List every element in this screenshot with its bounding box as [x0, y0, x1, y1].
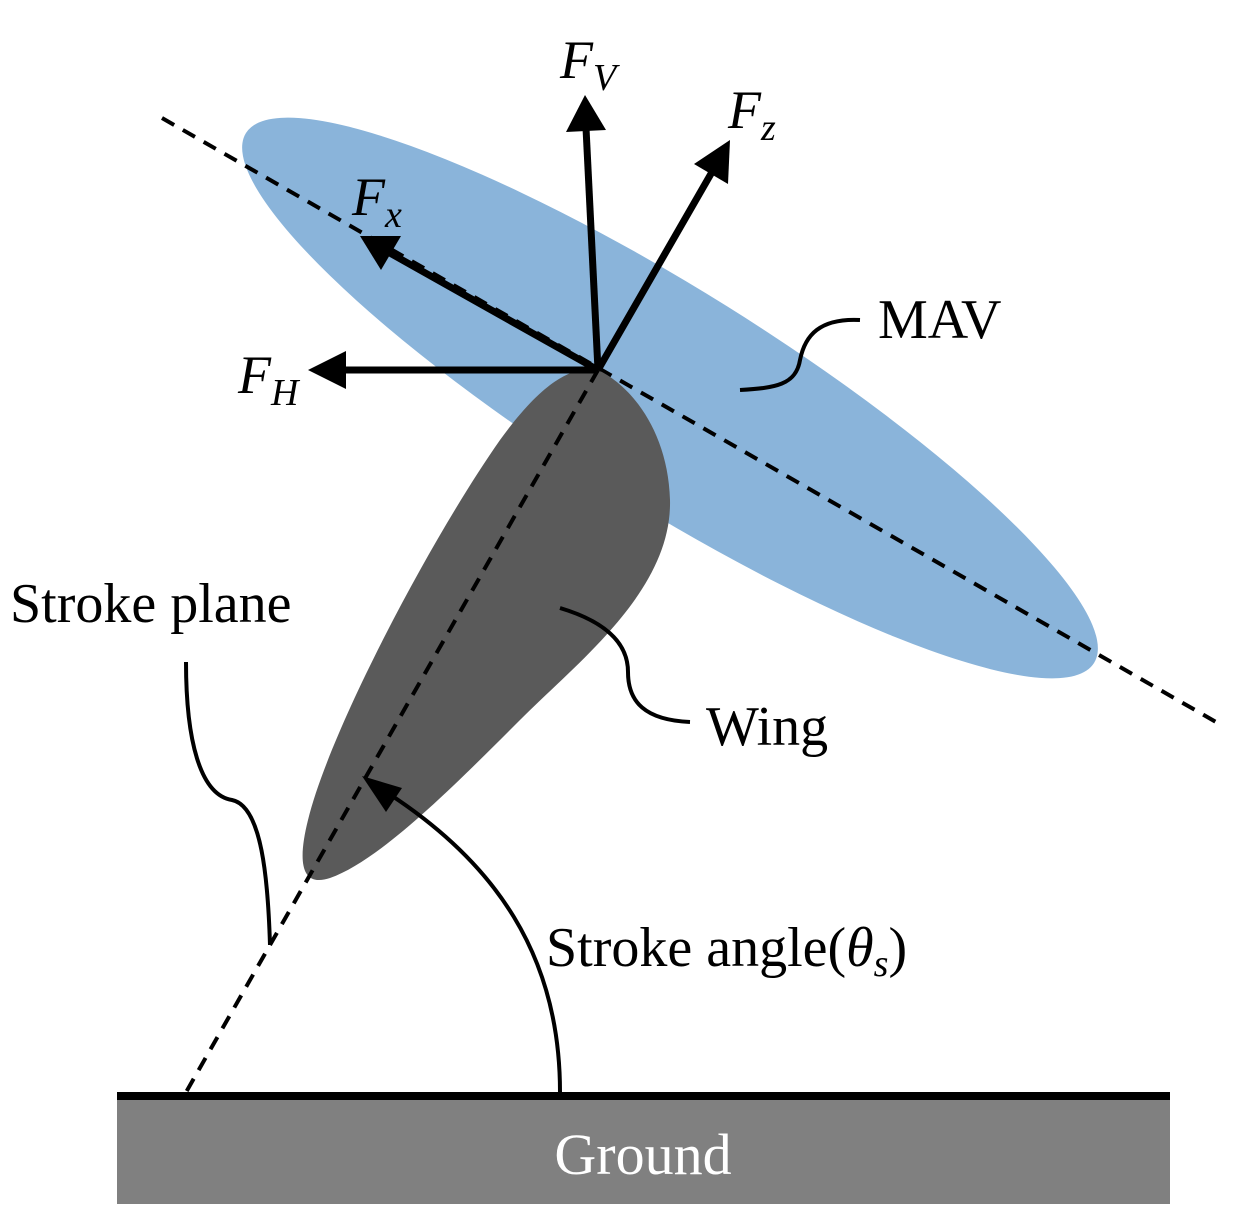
stroke-plane-label: Stroke plane	[10, 573, 291, 635]
fh-arrowhead	[308, 351, 346, 389]
mav-leader-line	[739, 317, 861, 392]
ground-block	[117, 1096, 1170, 1204]
stroke-angle-arrowhead	[362, 776, 402, 812]
fh-label: FH	[237, 345, 301, 414]
fx-label: Fx	[351, 167, 402, 236]
fz-arrowhead	[694, 140, 730, 184]
fv-arrowhead	[566, 95, 606, 132]
fx-arrowhead	[360, 236, 401, 270]
fx-arrow	[386, 248, 600, 374]
fz-arrow	[594, 170, 716, 372]
wing-label: Wing	[706, 696, 828, 758]
fz-label: Fz	[727, 80, 776, 149]
mav-body	[242, 117, 1098, 679]
ground-label: Ground	[554, 1122, 731, 1187]
body-axis-line	[161, 116, 1217, 724]
mav-label: MAV	[878, 289, 1001, 351]
wing-shape	[302, 369, 671, 881]
fv-label: FV	[559, 30, 620, 99]
stroke-plane-line	[183, 369, 600, 1095]
fv-arrow	[582, 127, 602, 371]
stroke-angle-label: Stroke angle(θs)	[546, 917, 907, 985]
stroke-plane-leader-line	[184, 661, 272, 946]
wing-leader-line	[559, 606, 691, 724]
stroke-angle-arrow	[368, 780, 562, 1093]
